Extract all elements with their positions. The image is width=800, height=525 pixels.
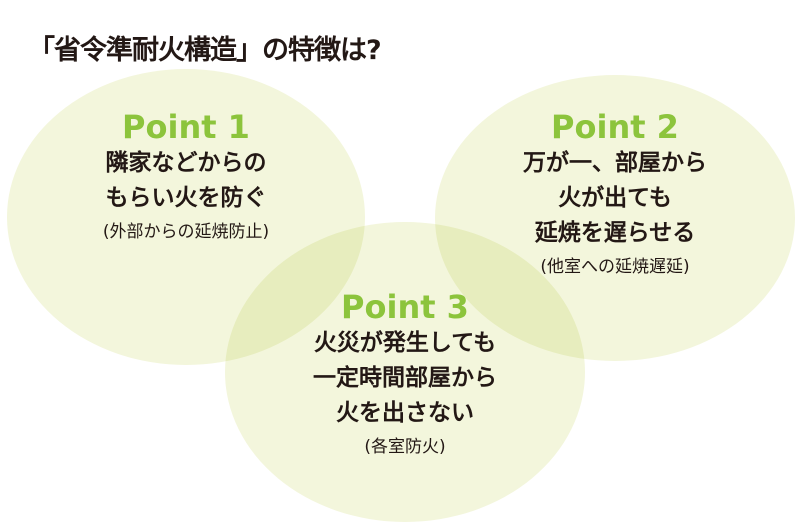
point-text: 延焼を遅らせる — [534, 220, 696, 246]
point-label: Point 3 — [341, 288, 469, 326]
point-note: (各室防火) — [364, 437, 446, 457]
point-note: (外部からの延焼防止) — [102, 222, 270, 242]
point-text: もらい火を防ぐ — [105, 185, 267, 211]
point-2: Point 2 万が一、部屋から 火が出ても 延焼を遅らせる (他室への延焼遅延… — [523, 108, 707, 283]
circle-point-3 — [225, 222, 585, 522]
point-text: 火を出さない — [336, 400, 474, 426]
point-note: (他室への延焼遅延) — [540, 257, 690, 277]
point-text: 火が出ても — [558, 185, 672, 211]
point-3: Point 3 火災が発生しても 一定時間部屋から 火を出さない (各室防火) — [313, 288, 497, 463]
point-label: Point 1 — [122, 108, 250, 146]
point-label: Point 2 — [551, 108, 679, 146]
point-text: 万が一、部屋から — [523, 150, 707, 176]
point-text: 隣家などからの — [105, 150, 267, 176]
point-text: 火災が発生しても — [313, 330, 497, 356]
point-text: 一定時間部屋から — [313, 365, 497, 391]
page-title: 「省令準耐火構造」の特徴は? — [28, 35, 382, 66]
point-1: Point 1 隣家などからの もらい火を防ぐ (外部からの延焼防止) — [103, 108, 269, 248]
